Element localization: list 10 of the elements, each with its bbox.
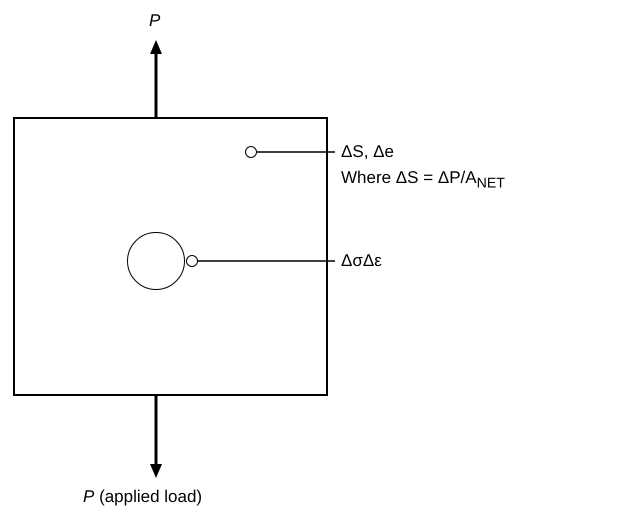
strain-label: ΔσΔε	[341, 250, 382, 272]
leader-line	[198, 260, 335, 262]
strain-label: ΔS, Δe	[341, 141, 395, 163]
gauge-circle	[186, 255, 198, 267]
plate-outline	[13, 117, 328, 396]
load-label: P	[149, 10, 160, 32]
formula-text: Where ΔS = ΔP/A$_{NET}$	[341, 167, 505, 194]
leader-line	[257, 151, 335, 153]
load-label: P (applied load)	[83, 486, 202, 508]
gauge-circle	[245, 146, 257, 158]
